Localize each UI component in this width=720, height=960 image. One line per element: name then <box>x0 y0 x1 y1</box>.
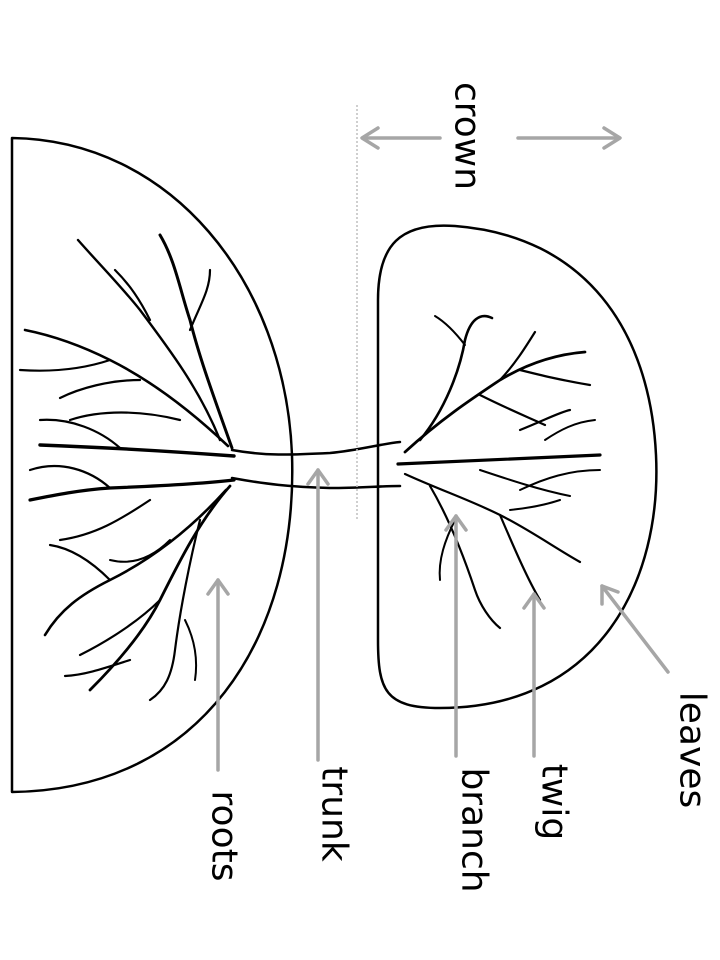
crown-outline <box>376 224 658 710</box>
branch-label: branch <box>454 767 495 892</box>
trunk-arrow <box>306 468 330 762</box>
branch-arrow <box>444 514 468 758</box>
leaves-arrow <box>600 584 670 674</box>
roots-arrow <box>206 578 230 772</box>
crown-arrow <box>360 126 622 150</box>
crown-branches <box>396 314 602 630</box>
label-arrows <box>206 126 670 772</box>
trunk-shape <box>230 440 402 490</box>
twig-arrow <box>522 592 546 758</box>
roots-label: roots <box>204 791 245 882</box>
trunk-label: trunk <box>314 766 355 862</box>
leaves-label: leaves <box>672 692 713 808</box>
crown-label: crown <box>447 82 488 190</box>
root-system <box>18 233 236 702</box>
twig-label: twig <box>534 764 575 840</box>
